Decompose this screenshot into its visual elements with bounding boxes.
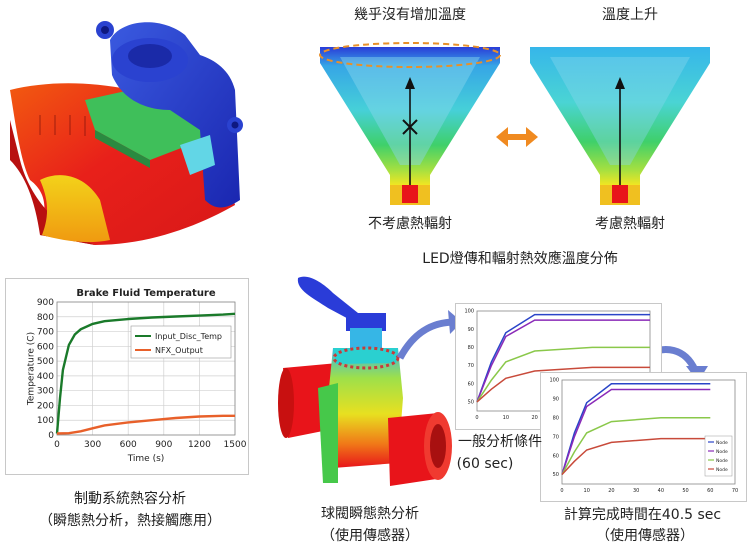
y-tick-label: 80 bbox=[468, 345, 474, 351]
y-tick-label: 900 bbox=[37, 298, 54, 308]
legend-label: Node bbox=[716, 458, 728, 464]
x-tick-label: 0 bbox=[560, 488, 563, 494]
y-tick-label: 0 bbox=[48, 431, 54, 441]
plot-area bbox=[561, 379, 736, 485]
series-line-1 bbox=[561, 383, 711, 475]
x-tick-label: 70 bbox=[732, 488, 738, 494]
led-label-bottom-left: 不考慮熱輻射 bbox=[368, 216, 452, 232]
valve-handle bbox=[297, 276, 358, 323]
x-tick-label: 60 bbox=[707, 488, 713, 494]
y-tick-label: 60 bbox=[553, 453, 559, 459]
y-tick-label: 700 bbox=[37, 328, 54, 338]
legend-box bbox=[130, 325, 232, 359]
x-tick-label: 1500 bbox=[224, 440, 247, 450]
valve-general-label-line2: (60 sec) bbox=[456, 456, 514, 472]
y-tick-label: 100 bbox=[549, 378, 559, 384]
y-tick-label: 100 bbox=[37, 416, 54, 426]
x-tick-label: 50 bbox=[682, 488, 688, 494]
x-tick-label: 1200 bbox=[188, 440, 211, 450]
led-label-top-right: 溫度上升 bbox=[602, 7, 658, 23]
y-tick-label: 60 bbox=[468, 381, 474, 387]
legend-label: Node bbox=[716, 440, 728, 446]
x-tick-label: 0 bbox=[54, 440, 60, 450]
y-tick-label: 300 bbox=[37, 387, 54, 397]
y-tick-label: 600 bbox=[37, 342, 54, 352]
valve-caption-line2: （使用傳感器） bbox=[321, 528, 419, 544]
valve-result-line1: 計算完成時間在40.5 sec bbox=[563, 507, 722, 523]
series-line-4 bbox=[561, 437, 711, 476]
series-line-2 bbox=[476, 319, 650, 403]
valve-body bbox=[328, 348, 403, 468]
ball-valve-illustration bbox=[278, 276, 452, 486]
x-tick-label: 20 bbox=[531, 415, 537, 421]
x-tick-label: 900 bbox=[155, 440, 172, 450]
led-lamp-left bbox=[319, 42, 501, 205]
y-tick-label: 50 bbox=[553, 472, 559, 478]
led-lamp-illustration bbox=[319, 42, 710, 205]
x-axis-label: Time (s) bbox=[127, 454, 165, 464]
y-tick-label: 800 bbox=[37, 313, 54, 323]
y-tick-label: 70 bbox=[468, 363, 474, 369]
compare-double-arrow bbox=[496, 127, 538, 147]
y-tick-label: 70 bbox=[553, 434, 559, 440]
led-lamp-right bbox=[530, 47, 710, 205]
x-tick-label: 300 bbox=[84, 440, 101, 450]
y-tick-label: 50 bbox=[468, 400, 474, 406]
legend-label: Node bbox=[716, 467, 728, 473]
series-line-2 bbox=[56, 414, 235, 435]
brake-fluid-chart: 0 100 200 300 400 500 600 700 800 900 0 300 600 900 12… bbox=[27, 288, 247, 464]
legend-label: NFX_Output bbox=[155, 346, 203, 355]
x-tick-label: 10 bbox=[584, 488, 590, 494]
legend-label: Node bbox=[716, 449, 728, 455]
valve-general-label-line1: 一般分析條件 bbox=[458, 434, 542, 450]
series-line-4 bbox=[476, 366, 650, 403]
series-line-1 bbox=[55, 312, 236, 434]
brake-caliper-illustration bbox=[10, 21, 243, 245]
y-tick-label: 500 bbox=[37, 357, 54, 367]
brake-caption-line2: （瞬態熱分析，熱接觸應用） bbox=[39, 513, 221, 529]
legend-label: Input_Disc_Temp bbox=[155, 332, 222, 341]
brake-hub bbox=[40, 175, 110, 243]
x-tick-label: 10 bbox=[503, 415, 509, 421]
valve-result-line2: （使用傳感器） bbox=[596, 528, 694, 544]
x-tick-label: 30 bbox=[633, 488, 639, 494]
cross-mark bbox=[402, 119, 418, 135]
brake-caption-line1: 制動系統熱容分析 bbox=[74, 491, 186, 507]
led-label-bottom-right: 考慮熱輻射 bbox=[595, 216, 665, 232]
brake-chart-frame bbox=[5, 278, 249, 475]
series-line-3 bbox=[561, 417, 711, 475]
dashed-highlight-ellipse bbox=[319, 42, 501, 68]
series-line-3 bbox=[476, 346, 650, 403]
x-tick-label: 600 bbox=[120, 440, 137, 450]
chart-title: Brake Fluid Temperature bbox=[76, 288, 216, 299]
y-tick-label: 200 bbox=[37, 401, 54, 411]
led-caption: LED燈傳和輻射熱效應溫度分佈 bbox=[422, 251, 618, 267]
x-tick-label: 20 bbox=[608, 488, 614, 494]
curved-arrow-1 bbox=[396, 318, 456, 360]
x-tick-label: 40 bbox=[658, 488, 664, 494]
sensor-ring bbox=[332, 346, 400, 370]
valve-caption-line1: 球閥瞬態熱分析 bbox=[321, 506, 419, 522]
y-axis-label: Temperature (C) bbox=[27, 332, 37, 406]
y-tick-label: 90 bbox=[468, 327, 474, 333]
series-line-1 bbox=[476, 313, 650, 403]
y-tick-label: 80 bbox=[553, 415, 559, 421]
series-line-2 bbox=[561, 388, 711, 475]
plot-area bbox=[56, 301, 236, 436]
y-tick-label: 90 bbox=[553, 397, 559, 403]
led-label-top-left: 幾乎沒有增加溫度 bbox=[354, 7, 466, 23]
y-tick-label: 400 bbox=[37, 372, 54, 382]
y-tick-label: 100 bbox=[464, 309, 474, 315]
x-tick-label: 0 bbox=[475, 415, 478, 421]
